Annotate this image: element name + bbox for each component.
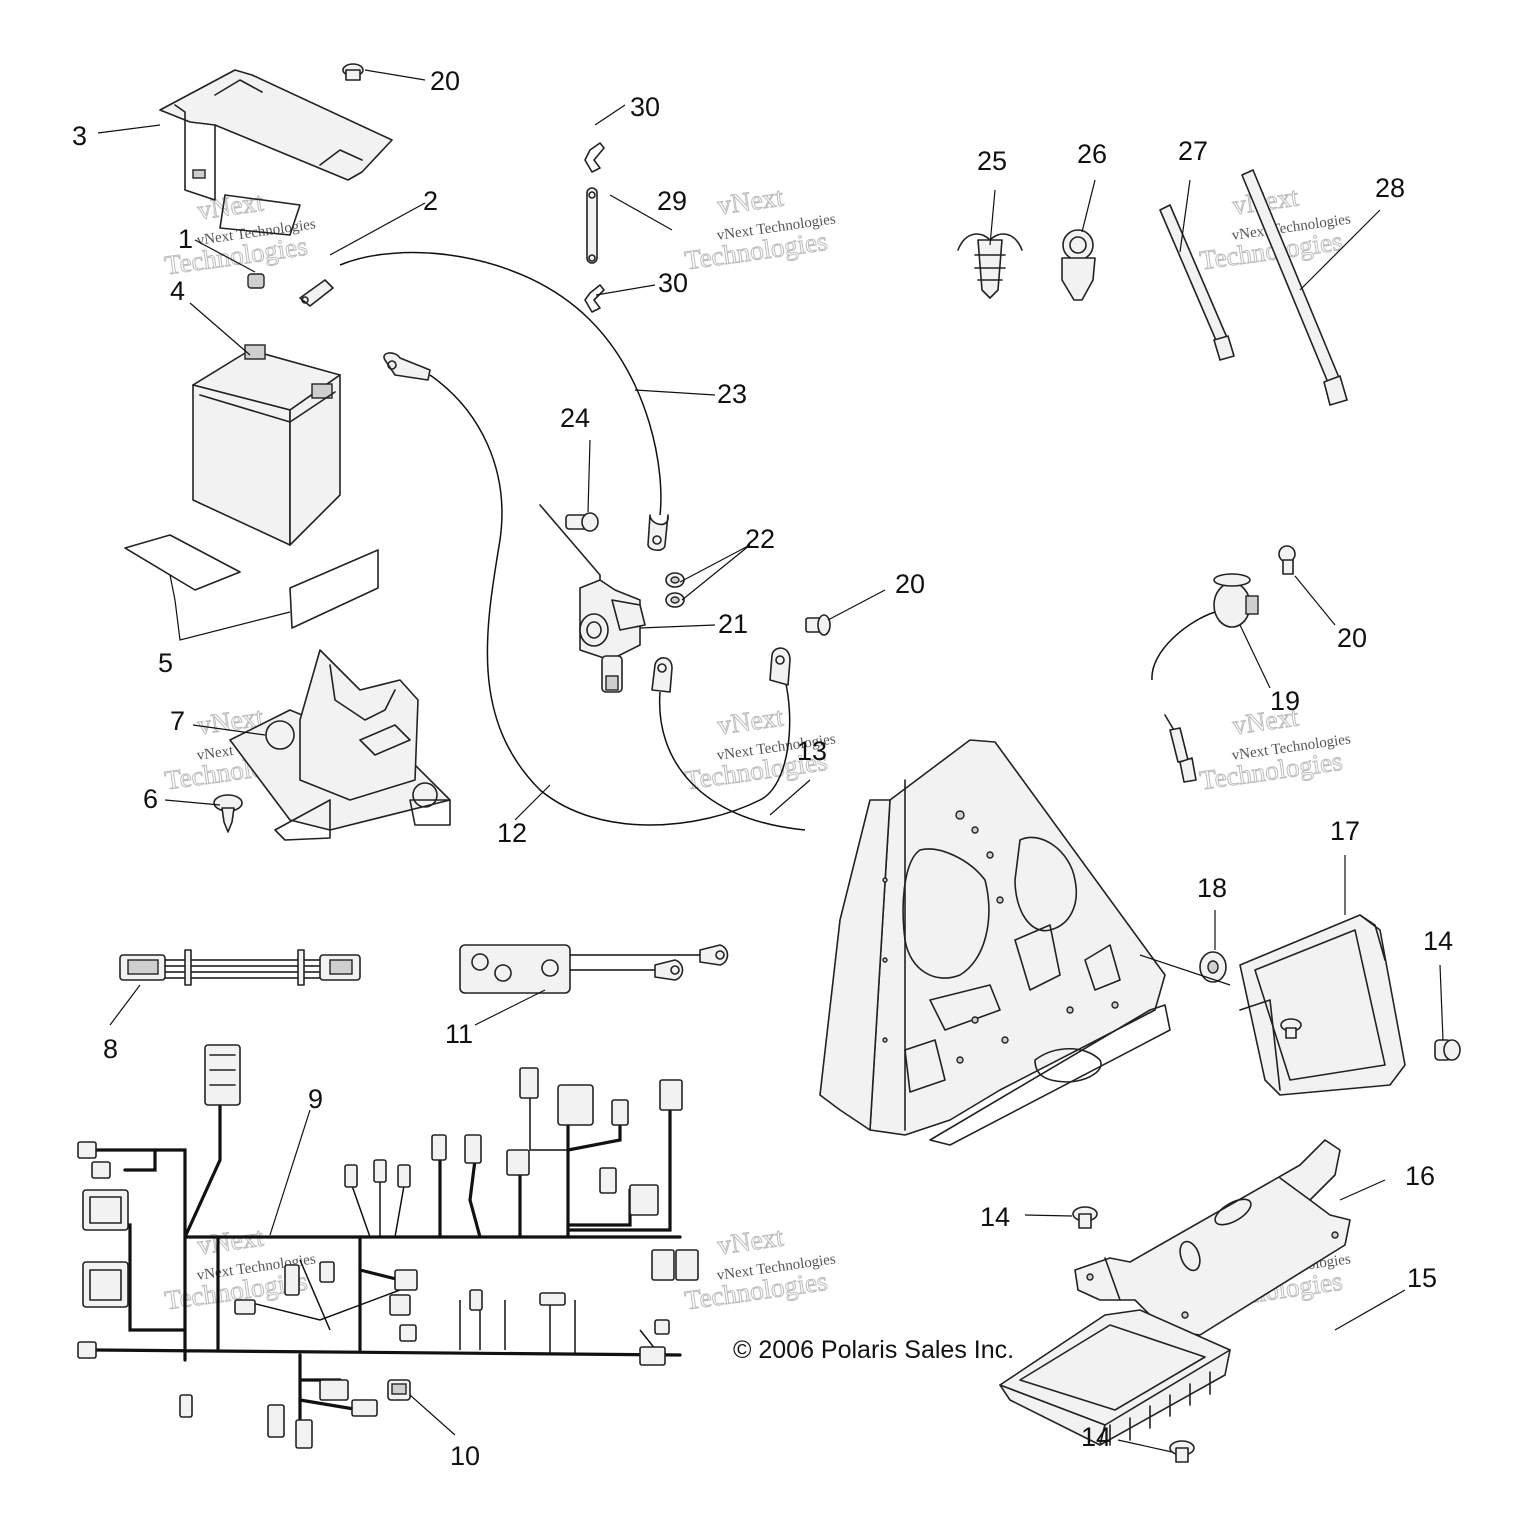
- callout-4: 4: [170, 276, 185, 306]
- callout-17: 17: [1330, 816, 1360, 846]
- callout-9: 9: [308, 1084, 323, 1114]
- callout-2: 2: [423, 186, 438, 216]
- callout-26: 26: [1077, 139, 1107, 169]
- part-battery-cover: [159, 69, 393, 201]
- part-push-clip-25: [957, 233, 1023, 299]
- part-bolt-20-top: [342, 63, 364, 81]
- callout-20-right: 20: [1337, 623, 1367, 653]
- part-cable-bracket-11: [459, 944, 729, 994]
- watermark-large: vNext: [196, 186, 266, 225]
- callout-3: 3: [72, 121, 87, 151]
- part-battery-pads: [124, 534, 379, 629]
- callout-20-top: 20: [430, 66, 460, 96]
- part-nuts-22: [665, 572, 685, 608]
- part-bolt-14-mid: [1072, 1206, 1098, 1229]
- callout-5: 5: [158, 648, 173, 678]
- watermark-large: vNext: [196, 1221, 266, 1260]
- watermark-large: vNext: [716, 1221, 786, 1260]
- part-bolt-20-mid: [805, 614, 831, 636]
- callout-21: 21: [718, 609, 748, 639]
- callout-10: 10: [450, 1441, 480, 1471]
- callout-14-bottom: 14: [1081, 1422, 1111, 1452]
- callout-18: 18: [1197, 873, 1227, 903]
- callout-25: 25: [977, 146, 1007, 176]
- part-bolt-20-right: [1278, 545, 1296, 575]
- callout-20-mid: 20: [895, 569, 925, 599]
- leader-lines: [97, 69, 1444, 1453]
- watermark-large: vNext: [716, 181, 786, 220]
- callout-24: 24: [560, 403, 590, 433]
- part-solenoid: [579, 579, 646, 693]
- part-cable-12: [383, 352, 791, 826]
- callout-29: 29: [657, 186, 687, 216]
- callout-7: 7: [170, 706, 185, 736]
- part-battery-bracket: [229, 649, 451, 841]
- part-bolt-14-right: [1434, 1039, 1461, 1061]
- callout-23: 23: [717, 379, 747, 409]
- part-main-panel: [819, 739, 1171, 1146]
- part-battery: [192, 344, 341, 546]
- part-strap-clips: [584, 142, 605, 313]
- callout-30-bottom: 30: [658, 268, 688, 298]
- callout-27: 27: [1178, 136, 1208, 166]
- watermark-large: vNext: [716, 701, 786, 740]
- part-ecu-15: [999, 1309, 1231, 1446]
- callout-14-right: 14: [1423, 926, 1453, 956]
- callout-8: 8: [103, 1034, 118, 1064]
- part-clip-26: [1061, 229, 1096, 301]
- callout-1: 1: [178, 224, 193, 254]
- part-bolt-6: [213, 794, 243, 833]
- callout-28: 28: [1375, 173, 1405, 203]
- callout-12: 12: [497, 818, 527, 848]
- part-main-harness-9: [77, 1044, 699, 1449]
- part-terminal-hardware: [247, 273, 334, 307]
- callout-13: 13: [797, 736, 827, 766]
- callout-labels: 1 2 3 4 5 6 7 8 9 10 11 12 13 14 14 14 1…: [72, 66, 1453, 1471]
- callout-6: 6: [143, 784, 158, 814]
- part-connector-10: [387, 1379, 411, 1401]
- callout-16: 16: [1405, 1161, 1435, 1191]
- callout-11: 11: [445, 1019, 473, 1049]
- callout-15: 15: [1407, 1263, 1437, 1293]
- callout-14-mid: 14: [980, 1202, 1010, 1232]
- part-bolt-14-bottom: [1169, 1440, 1195, 1463]
- part-module-17: [1239, 914, 1406, 1096]
- callout-22: 22: [745, 524, 775, 554]
- part-cable-tie-27: [1159, 204, 1235, 361]
- part-cable-13: [651, 657, 806, 831]
- part-harness-8: [119, 949, 361, 986]
- part-cable-23: [339, 251, 669, 552]
- callout-19: 19: [1270, 686, 1300, 716]
- callout-30-top: 30: [630, 92, 660, 122]
- part-decal-2: [219, 194, 301, 236]
- part-washer-18: [1199, 951, 1227, 983]
- part-sensor-19: [1151, 573, 1259, 681]
- part-probe: [1164, 714, 1197, 783]
- part-mount-plate-16: [1074, 1139, 1351, 1336]
- copyright-text: © 2006 Polaris Sales Inc.: [733, 1336, 1014, 1364]
- part-cable-tie-28: [1241, 169, 1348, 406]
